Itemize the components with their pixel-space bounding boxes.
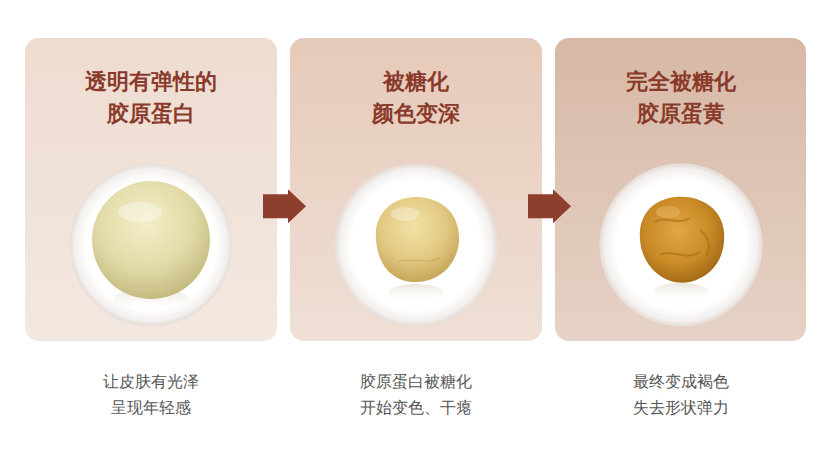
stage-heading: 完全被糖化 胶原蛋黄 — [608, 66, 753, 130]
flow-arrow — [528, 189, 571, 223]
stage-panel: 被糖化 颜色变深 — [290, 38, 542, 341]
stage-caption: 让皮肤有光泽 呈现年轻感 — [90, 369, 212, 420]
stage-caption: 胶原蛋白被糖化 开始变色、干瘪 — [355, 369, 477, 420]
stage-caption: 最终变成褐色 失去形状弹力 — [620, 369, 742, 420]
stage-panel: 完全被糖化 胶原蛋黄 — [555, 38, 806, 341]
flow-arrow — [263, 189, 306, 223]
stage-heading: 透明有弹性的 胶原蛋白 — [78, 66, 223, 130]
stage-panel: 透明有弹性的 胶原蛋白 — [25, 38, 277, 341]
stage-heading: 被糖化 颜色变深 — [343, 66, 488, 130]
